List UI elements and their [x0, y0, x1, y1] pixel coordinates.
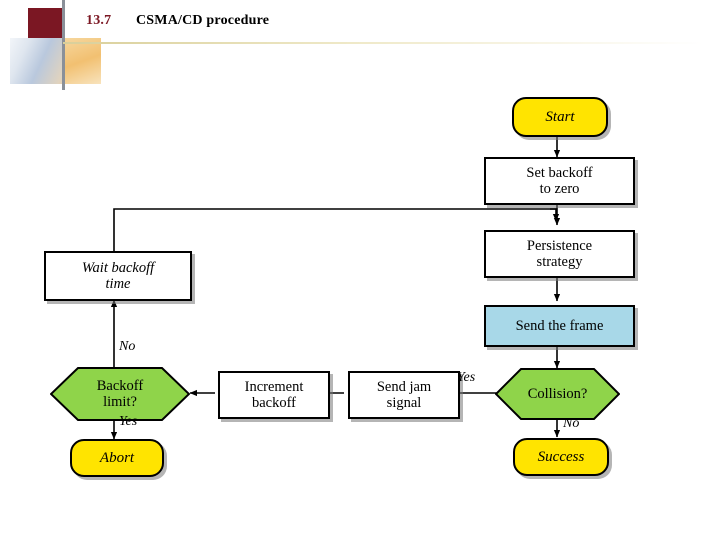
node-persistence-label-2: strategy [536, 254, 583, 270]
node-set-backoff-label-1: Set backoff [526, 164, 593, 181]
node-set-backoff[interactable]: Set backoff to zero [484, 157, 635, 205]
node-send-jam-label-2: signal [386, 395, 422, 411]
node-wait-backoff-time[interactable]: Wait backoff time [44, 251, 192, 301]
node-abort[interactable]: Abort [70, 439, 164, 477]
node-success-label: Success [537, 448, 585, 465]
node-persistence-label-1: Persistence [526, 237, 593, 254]
node-set-backoff-label-2: to zero [539, 181, 580, 197]
header-rule [63, 42, 703, 44]
node-collision-decision[interactable]: Collision? [495, 368, 620, 420]
node-backoff-limit-label-1: Backoff [96, 377, 144, 394]
node-wait-backoff-label-2: time [105, 276, 131, 292]
node-start[interactable]: Start [512, 97, 608, 137]
page-title: CSMA/CD procedure [136, 13, 270, 28]
flowchart-connectors [110, 137, 561, 440]
edge-label-limit-yes: Yes [119, 414, 138, 429]
header-vertical-line [62, 0, 65, 90]
node-backoff-limit-label-2: limit? [103, 394, 137, 410]
node-collision-label: Collision? [527, 385, 588, 402]
edge-label-limit-no: No [119, 339, 136, 354]
header-gradient-block-2 [65, 38, 101, 84]
section-number: 13.7 [86, 13, 112, 28]
node-send-the-frame[interactable]: Send the frame [484, 305, 635, 347]
node-increment-backoff[interactable]: Increment backoff [218, 371, 330, 419]
node-success[interactable]: Success [513, 438, 609, 476]
node-send-jam-signal[interactable]: Send jam signal [348, 371, 460, 419]
node-start-label: Start [545, 108, 575, 125]
node-increment-label-2: backoff [251, 395, 297, 411]
node-increment-label-1: Increment [244, 378, 304, 395]
hexagon-shape [50, 367, 190, 421]
header-decoration [0, 0, 110, 90]
edge-label-collision-no: No [563, 416, 580, 431]
node-send-jam-label-1: Send jam [376, 378, 432, 395]
node-backoff-limit-decision[interactable]: Backoff limit? [50, 367, 190, 421]
node-persistence-strategy[interactable]: Persistence strategy [484, 230, 635, 278]
hexagon-shape [495, 368, 620, 420]
node-send-the-frame-label: Send the frame [515, 317, 604, 334]
node-wait-backoff-label-1: Wait backoff [81, 259, 155, 276]
node-abort-label: Abort [99, 449, 135, 466]
header-square [28, 8, 62, 38]
edge-label-collision-yes: Yes [457, 370, 476, 385]
flowchart: Start Set backoff to zero Persistence st… [0, 75, 720, 495]
